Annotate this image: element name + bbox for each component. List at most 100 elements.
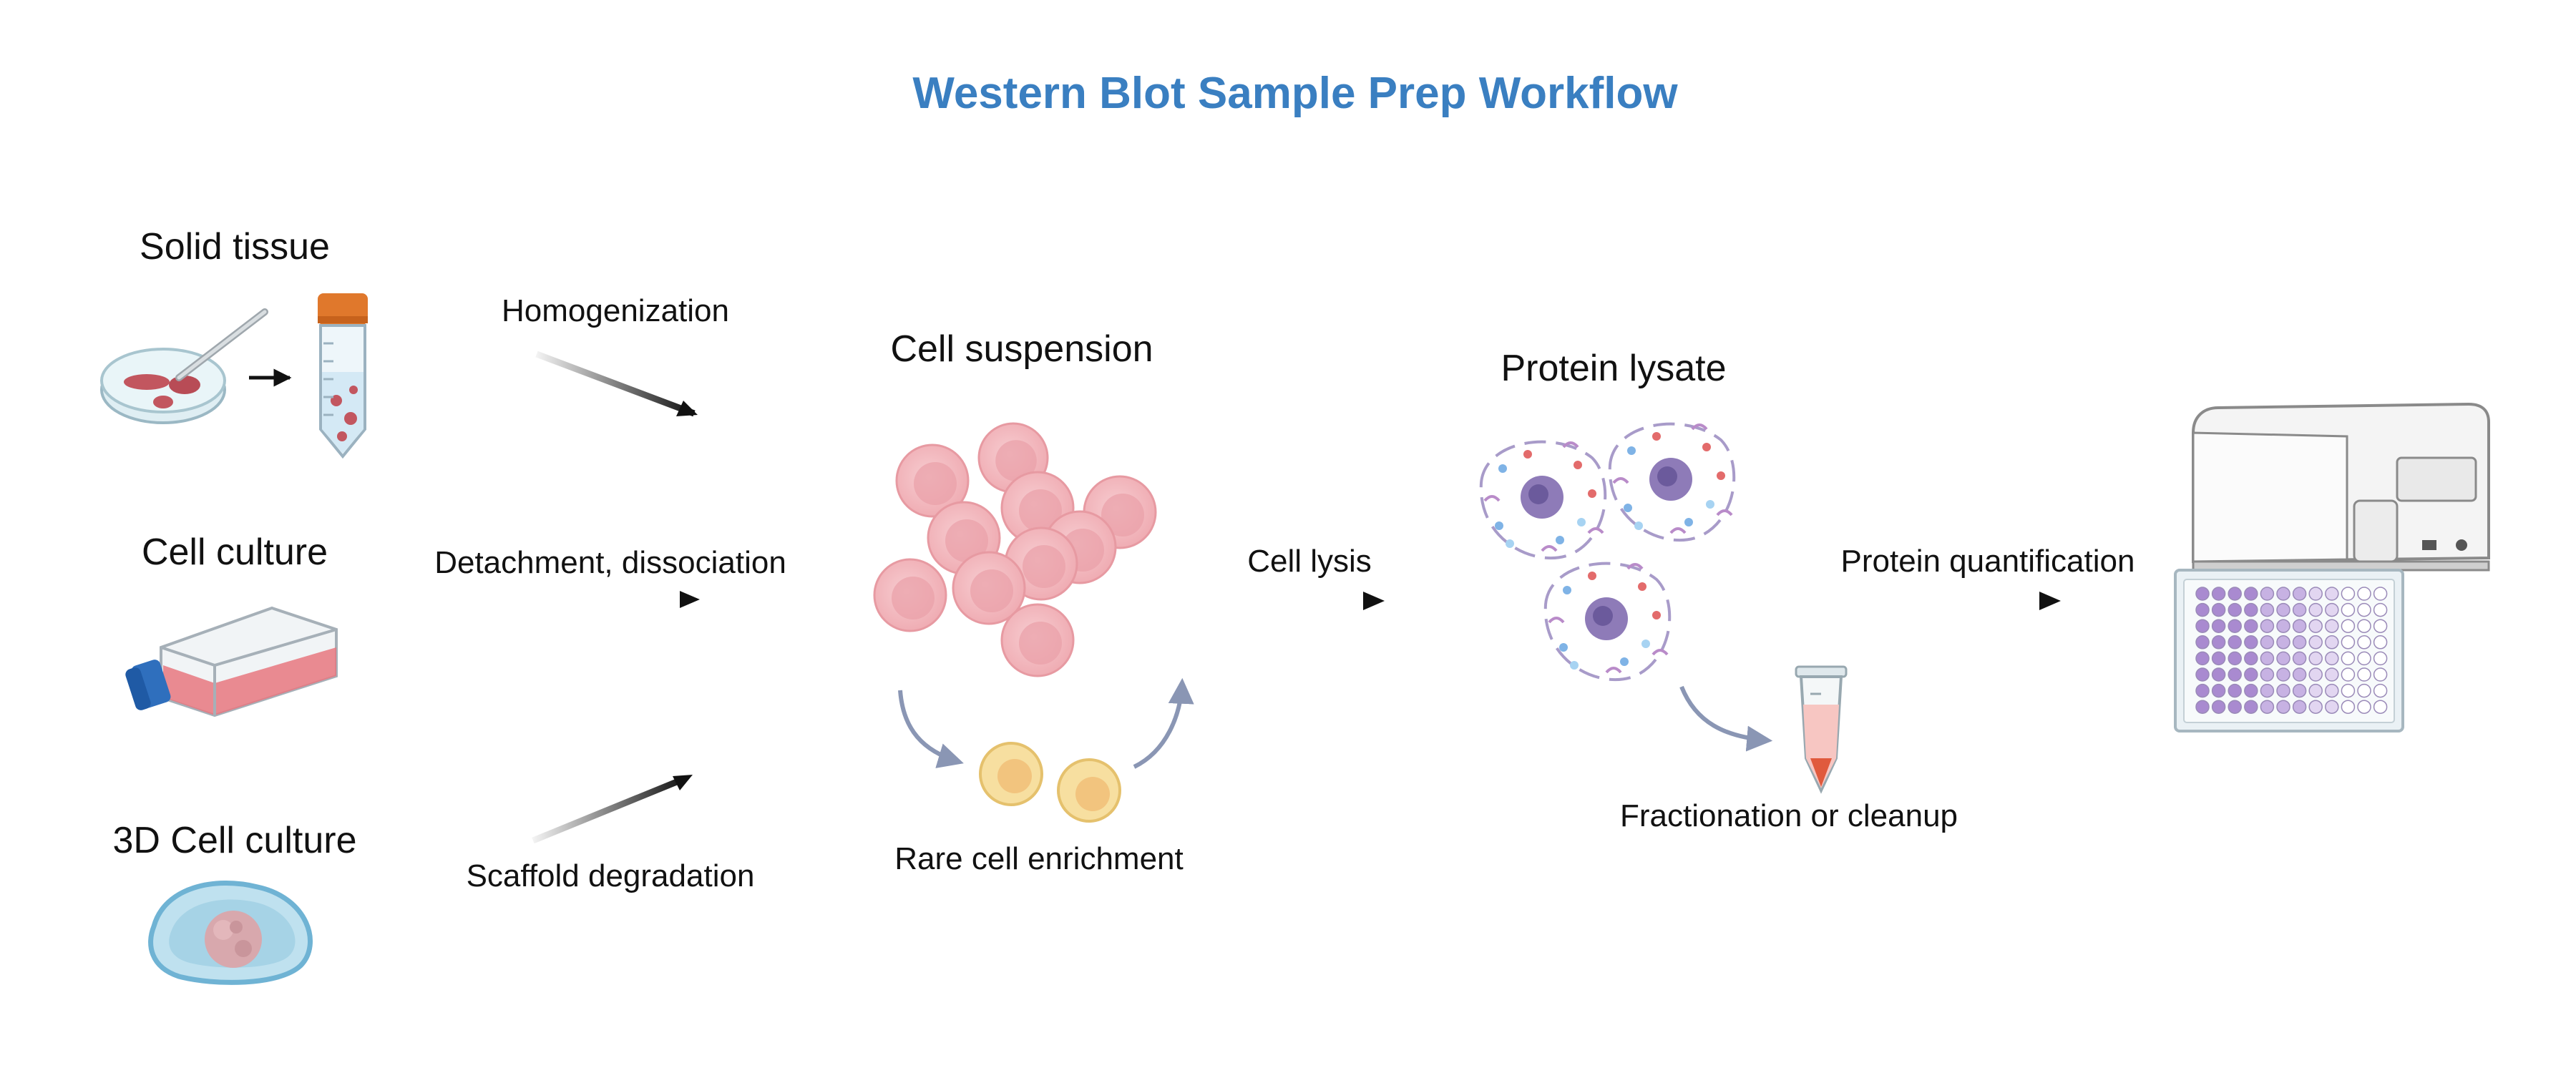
plate-well	[2228, 667, 2242, 682]
plate-well	[2373, 619, 2388, 633]
fractionation-arrow	[1679, 685, 1773, 752]
plate-well	[2195, 700, 2210, 714]
page-title: Western Blot Sample Prep Workflow	[912, 69, 1678, 118]
plate-well	[2341, 602, 2356, 617]
plate-well	[2276, 651, 2290, 666]
plate-well	[2276, 602, 2290, 617]
plate-well	[2260, 635, 2275, 650]
plate-well	[2195, 587, 2210, 601]
plate-well	[2244, 619, 2258, 633]
plate-well	[2195, 667, 2210, 682]
plate-well	[2292, 619, 2307, 633]
plate-well	[2292, 651, 2307, 666]
plate-well	[2373, 602, 2388, 617]
scaffold-arrow	[532, 775, 687, 844]
plate-well	[2211, 635, 2226, 650]
plate-well	[2260, 683, 2275, 698]
homogenization-arrow	[535, 351, 696, 417]
plate-well	[2211, 667, 2226, 682]
plate-well	[2260, 667, 2275, 682]
plate-well	[2341, 635, 2356, 650]
plate-well	[2341, 619, 2356, 633]
plate-well	[2292, 635, 2307, 650]
plate-well	[2228, 683, 2242, 698]
plate-well	[2228, 619, 2242, 633]
plate-well	[2244, 587, 2258, 601]
lysed-cell	[1479, 440, 1607, 559]
3d-cell-culture-label: 3D Cell culture	[112, 820, 357, 861]
plate-well	[2276, 667, 2290, 682]
plate-well	[2341, 651, 2356, 666]
cell-lysis-label: Cell lysis	[1247, 544, 1372, 579]
plate-well	[2341, 700, 2356, 714]
plate-well	[2211, 683, 2226, 698]
plate-well	[2357, 587, 2371, 601]
plate-well	[2195, 619, 2210, 633]
well-plate-icon	[2174, 569, 2404, 733]
plate-well	[2244, 635, 2258, 650]
plate-well	[2373, 667, 2388, 682]
plate-well	[2228, 700, 2242, 714]
enrichment-arrow-out	[1133, 677, 1194, 769]
plate-well	[2244, 667, 2258, 682]
plate-well	[2260, 651, 2275, 666]
falcon-tube-icon	[318, 293, 368, 459]
plate-well	[2357, 683, 2371, 698]
plate-well	[2276, 587, 2290, 601]
plate-well	[2341, 667, 2356, 682]
plate-well	[2276, 700, 2290, 714]
plate-well	[2373, 635, 2388, 650]
plate-well	[2373, 700, 2388, 714]
plate-well	[2357, 667, 2371, 682]
lysed-cell	[1608, 422, 1736, 542]
plate-well	[2292, 683, 2307, 698]
plate-well	[2211, 587, 2226, 601]
plate-well	[2357, 619, 2371, 633]
plate-well	[2325, 587, 2339, 601]
plate-well	[2211, 700, 2226, 714]
plate-well	[2357, 635, 2371, 650]
plate-well	[2244, 651, 2258, 666]
plate-well	[2357, 700, 2371, 714]
plate-well	[2308, 619, 2323, 633]
plate-well	[2195, 683, 2210, 698]
plate-well	[2325, 667, 2339, 682]
plate-well	[2260, 700, 2275, 714]
plate-well	[2325, 635, 2339, 650]
plate-well	[2325, 683, 2339, 698]
cell-suspension-icon	[873, 422, 1157, 677]
plate-well	[2373, 683, 2388, 698]
plate-well	[2373, 651, 2388, 666]
plate-well	[2276, 635, 2290, 650]
plate-well	[2325, 651, 2339, 666]
plate-well	[2357, 651, 2371, 666]
plate-well	[2211, 651, 2226, 666]
plate-well	[2325, 700, 2339, 714]
plate-well	[2260, 619, 2275, 633]
plate-well	[2292, 700, 2307, 714]
plate-well	[2195, 651, 2210, 666]
plate-well	[2325, 602, 2339, 617]
plate-well	[2341, 683, 2356, 698]
plate-well	[2228, 635, 2242, 650]
microtube-icon	[1795, 665, 1848, 794]
plate-well	[2292, 587, 2307, 601]
detachment-label: Detachment, dissociation	[434, 545, 786, 580]
lysed-cell	[1543, 562, 1672, 681]
cell-culture-label: Cell culture	[141, 531, 328, 573]
plate-well	[2276, 683, 2290, 698]
plate-well	[2373, 587, 2388, 601]
rare-cell-enrichment-label: Rare cell enrichment	[894, 841, 1184, 876]
plate-reader-icon	[2192, 402, 2490, 572]
plate-well	[2228, 587, 2242, 601]
plate-well	[2341, 587, 2356, 601]
culture-flask-icon	[125, 606, 338, 717]
plate-well	[2325, 619, 2339, 633]
plate-well	[2308, 587, 2323, 601]
plate-well	[2308, 602, 2323, 617]
plate-well	[2211, 619, 2226, 633]
plate-well	[2308, 651, 2323, 666]
plate-well	[2357, 602, 2371, 617]
scaffold-degradation-label: Scaffold degradation	[466, 858, 755, 893]
